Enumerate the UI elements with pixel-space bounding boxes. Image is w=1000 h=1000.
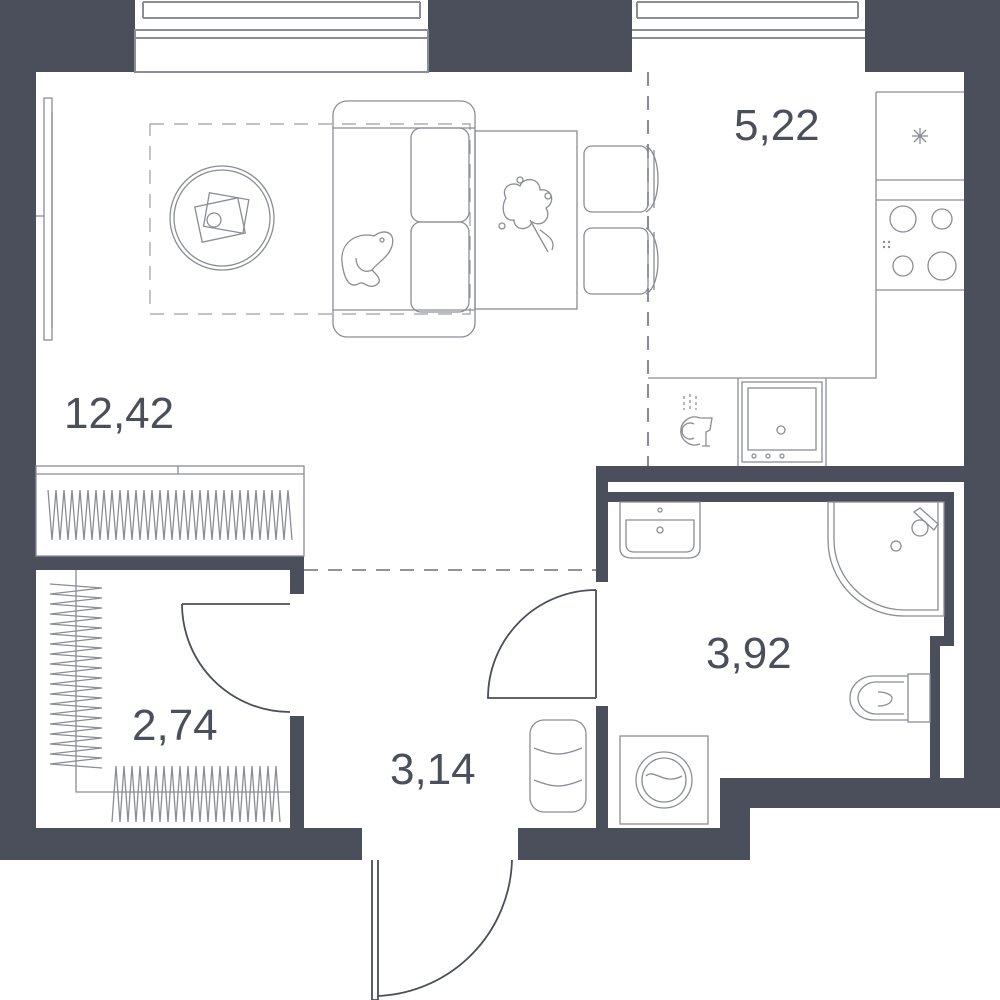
kitchen-counter — [648, 91, 964, 379]
wardrobe-door — [181, 603, 291, 713]
dog-icon — [341, 231, 394, 287]
washing-machine-icon — [619, 735, 709, 825]
bathroom-area-label: 3,92 — [706, 629, 792, 678]
entrance-door — [371, 859, 513, 1000]
dining-table — [474, 130, 578, 310]
chair-bottom — [583, 227, 659, 295]
living-wardrobe — [35, 465, 305, 557]
closet-shelving — [49, 570, 290, 823]
sofa — [332, 100, 476, 338]
dishwasher-icon — [680, 394, 713, 447]
pouf-icon — [529, 719, 587, 813]
chair-top — [583, 145, 659, 213]
window-left — [134, 1, 429, 73]
bathroom-door — [487, 589, 597, 699]
bouquet-icon — [498, 176, 554, 253]
rug — [149, 123, 471, 315]
sink-icon — [741, 381, 823, 463]
shower-icon — [827, 501, 945, 617]
hallway-area-label: 3,14 — [390, 745, 476, 794]
kitchen-area-label: 5,22 — [734, 101, 820, 150]
walls — [0, 0, 1000, 860]
coffee-table — [169, 165, 275, 271]
window-right — [632, 1, 865, 39]
tv-panel — [36, 97, 53, 341]
extractor-icon — [912, 128, 928, 144]
wardrobe-area-label: 2,74 — [132, 701, 218, 750]
stove-icon — [882, 205, 957, 281]
living-area-label: 12,42 — [64, 389, 174, 438]
washbasin-icon — [619, 501, 701, 559]
toilet-icon — [849, 673, 931, 723]
kitchen-cabinet — [737, 378, 827, 466]
